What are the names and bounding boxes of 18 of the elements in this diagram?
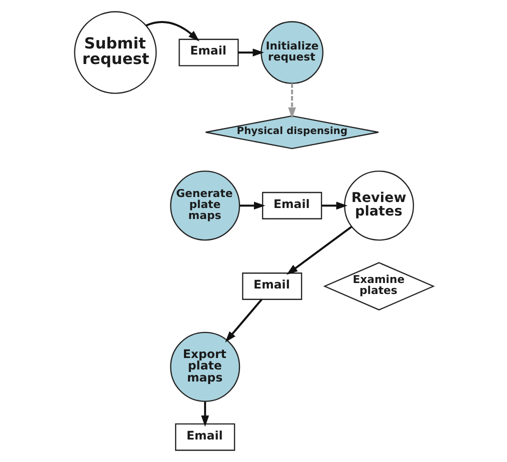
arrow — [288, 83, 296, 119]
arrow — [321, 202, 347, 210]
arrow — [224, 298, 262, 342]
node-box: Email — [178, 38, 238, 66]
arrow — [286, 226, 352, 275]
node-diamond: Physical dispensing — [204, 115, 379, 150]
node-circle: Generate plate maps — [170, 170, 240, 241]
node-box: Email — [174, 423, 235, 451]
arrow — [239, 202, 265, 210]
node-circle: Initialize request — [260, 21, 323, 84]
node-circle: Submit request — [74, 11, 156, 94]
node-box: Email — [242, 272, 302, 300]
arrow — [145, 20, 199, 42]
arrow — [200, 402, 209, 427]
node-box: Email — [262, 192, 322, 220]
node-diamond: Examine plates — [322, 262, 434, 310]
node-circle: Review plates — [344, 170, 414, 241]
arrow — [238, 48, 264, 56]
